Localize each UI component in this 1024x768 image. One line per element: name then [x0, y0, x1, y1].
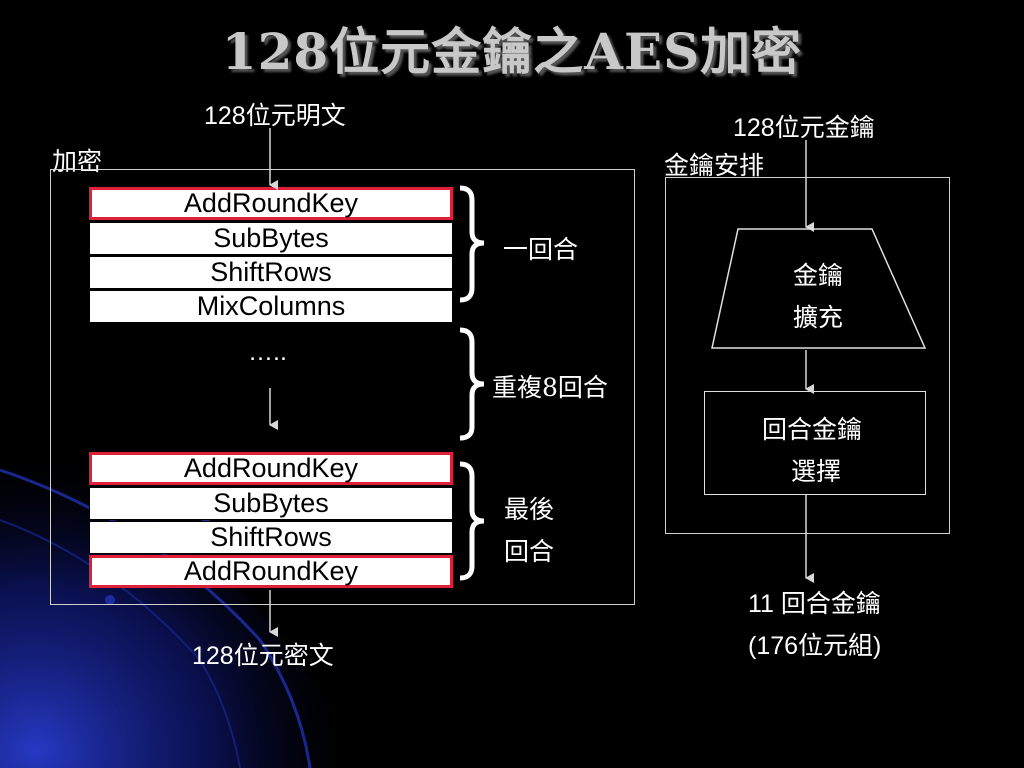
plaintext-input-label: 128位元明文 — [204, 102, 346, 130]
final-step-shiftrows: ShiftRows — [89, 521, 453, 554]
final-step-addroundkey-last: AddRoundKey — [89, 555, 453, 588]
key-schedule-section-label: 金鑰安排 — [664, 151, 765, 180]
ellipsis-text: ….. — [248, 338, 287, 366]
round-key-selection-box — [704, 391, 926, 495]
final-step-subbytes: SubBytes — [89, 487, 453, 520]
round-step-addroundkey: AddRoundKey — [89, 187, 453, 220]
round-step-mixcolumns: MixColumns — [89, 290, 453, 323]
ciphertext-output-label: 128位元密文 — [192, 642, 334, 670]
round-step-shiftrows: ShiftRows — [89, 256, 453, 289]
round-key-selection-line2: 選擇 — [790, 457, 841, 486]
final-step-addroundkey: AddRoundKey — [89, 452, 453, 485]
slide-title: 128位元金鑰之AES加密 — [221, 22, 803, 81]
key-input-label: 128位元金鑰 — [733, 114, 875, 142]
round-keys-output-line2: (176位元組) — [748, 632, 882, 660]
brace-label-repeat: 重複8回合 — [492, 373, 608, 402]
key-expansion-line2: 擴充 — [792, 303, 843, 332]
key-expansion-line1: 金鑰 — [792, 261, 843, 290]
brace-label-final-line1: 最後 — [504, 495, 555, 524]
brace-label-one-round: 一回合 — [503, 235, 579, 264]
key-schedule-frame — [665, 177, 950, 534]
encryption-frame — [50, 169, 635, 605]
round-key-selection-line1: 回合金鑰 — [761, 415, 862, 444]
encryption-section-label: 加密 — [52, 147, 103, 176]
brace-label-final-line2: 回合 — [504, 537, 555, 566]
round-keys-output-line1: 11 回合金鑰 — [748, 590, 881, 618]
round-step-subbytes: SubBytes — [89, 222, 453, 255]
